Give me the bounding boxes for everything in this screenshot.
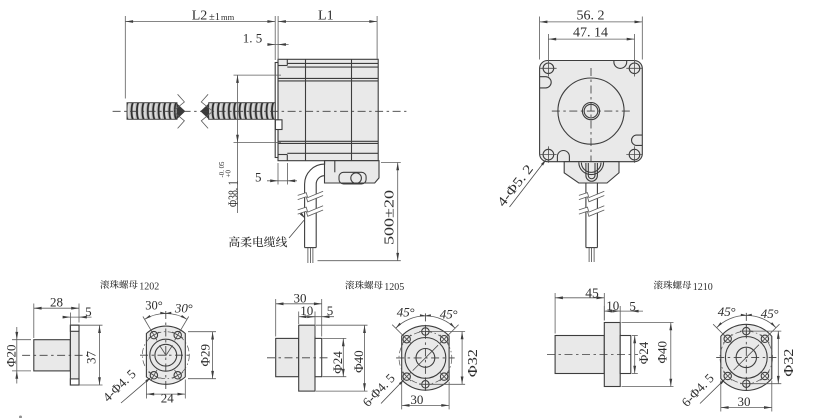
svg-text:L1: L1 xyxy=(318,8,334,23)
svg-text:Φ24: Φ24 xyxy=(330,351,345,374)
svg-text:5: 5 xyxy=(327,303,334,318)
svg-text:Φ32: Φ32 xyxy=(781,349,796,377)
svg-text:Φ20: Φ20 xyxy=(3,344,18,367)
svg-text:1. 5: 1. 5 xyxy=(243,31,263,46)
svg-text:30: 30 xyxy=(294,291,307,306)
svg-text:500±20: 500±20 xyxy=(382,190,397,245)
svg-text:±1: ±1 xyxy=(209,12,220,23)
svg-text:45°: 45° xyxy=(718,304,736,319)
svg-text:Φ32: Φ32 xyxy=(465,349,480,377)
svg-text:10: 10 xyxy=(606,298,619,313)
svg-text:Φ24: Φ24 xyxy=(636,341,651,364)
svg-text:+0: +0 xyxy=(224,170,232,178)
svg-text:30: 30 xyxy=(738,394,751,409)
svg-text:47. 14: 47. 14 xyxy=(573,26,608,41)
svg-text:30: 30 xyxy=(410,392,423,407)
svg-text:mm: mm xyxy=(221,12,235,22)
svg-text:4-Φ5. 2: 4-Φ5. 2 xyxy=(494,161,536,209)
svg-text:45: 45 xyxy=(585,285,599,300)
svg-text:5: 5 xyxy=(85,304,92,319)
svg-text:45°: 45° xyxy=(440,306,458,321)
svg-text:L2: L2 xyxy=(192,8,208,23)
svg-text:45°: 45° xyxy=(761,306,779,321)
svg-text:4-Φ4. 5: 4-Φ4. 5 xyxy=(100,366,139,404)
svg-text:24: 24 xyxy=(161,390,175,405)
svg-text:56. 2: 56. 2 xyxy=(577,9,605,24)
svg-text:10: 10 xyxy=(300,303,313,318)
svg-text:Φ40: Φ40 xyxy=(351,350,366,373)
svg-text:1210: 1210 xyxy=(693,282,713,293)
svg-text:-0. 05: -0. 05 xyxy=(218,161,226,177)
svg-text:1205: 1205 xyxy=(384,282,404,293)
svg-text:37: 37 xyxy=(84,351,99,365)
svg-text:6-Φ4. 5: 6-Φ4. 5 xyxy=(359,371,397,410)
svg-text:Φ29: Φ29 xyxy=(197,344,212,367)
svg-text:28: 28 xyxy=(50,295,63,310)
svg-text:45°: 45° xyxy=(397,304,415,319)
svg-text:30°: 30° xyxy=(145,299,163,313)
svg-text:30°: 30° xyxy=(174,300,193,315)
svg-text:Φ40: Φ40 xyxy=(655,341,670,364)
svg-text:5: 5 xyxy=(255,170,262,185)
svg-text:Φ38. 1: Φ38. 1 xyxy=(226,181,241,208)
svg-text:6-Φ4. 5: 6-Φ4. 5 xyxy=(678,371,716,410)
svg-text:5: 5 xyxy=(629,298,636,313)
svg-text:1202: 1202 xyxy=(139,282,159,293)
